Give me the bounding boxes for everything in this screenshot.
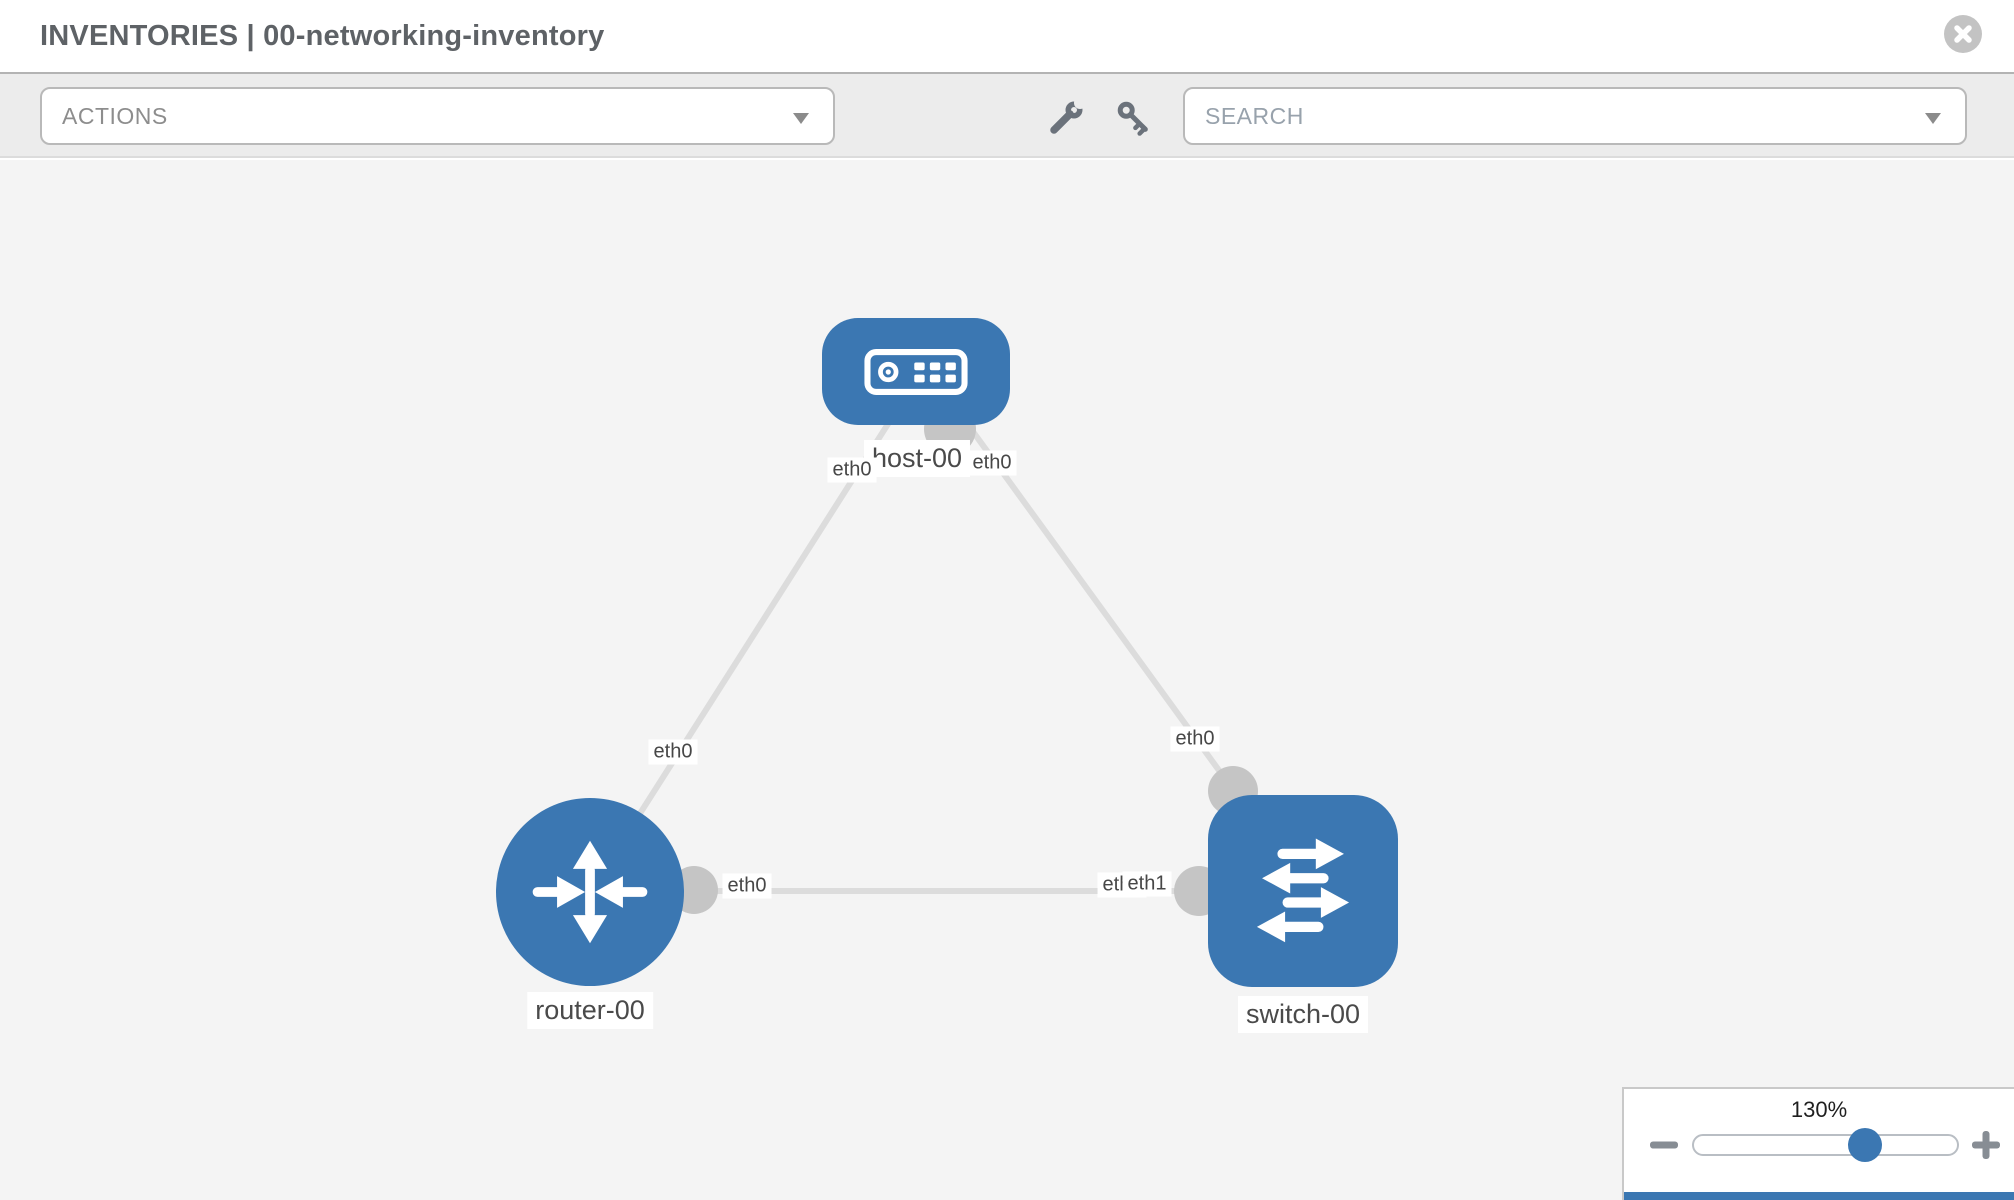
iface-label-router-eth0-top: eth0	[648, 739, 698, 765]
topology-canvas[interactable]	[0, 160, 2014, 1200]
iface-label-host-eth0-right: eth0	[967, 450, 1017, 476]
actions-dropdown-label: ACTIONS	[62, 102, 168, 129]
close-button[interactable]	[1944, 15, 1982, 53]
panel-accent-bar	[1624, 1192, 2014, 1200]
switch-arrows-icon	[1256, 838, 1350, 943]
node-label-router: router-00	[527, 992, 653, 1029]
iface-label-router-eth0-right: eth0	[722, 873, 772, 899]
chevron-down-icon	[1925, 113, 1941, 124]
zoom-in-button[interactable]	[1968, 1127, 2004, 1163]
node-label-host: host-00	[863, 440, 971, 477]
server-icon	[864, 348, 968, 395]
key-icon	[1117, 101, 1148, 136]
node-host-00[interactable]	[822, 318, 1010, 425]
toolbar: ACTIONS SEARCH	[0, 72, 2014, 158]
iface-label-switch-eth0-top: eth0	[1170, 726, 1220, 752]
zoom-percentage: 130%	[1790, 1097, 1848, 1122]
wrench-icon	[1050, 98, 1086, 134]
window-header: INVENTORIES | 00-networking-inventory	[0, 0, 2014, 72]
node-label-switch: switch-00	[1237, 996, 1369, 1033]
key-credentials-button[interactable]	[1112, 96, 1156, 140]
search-dropdown[interactable]: SEARCH	[1183, 87, 1967, 145]
zoom-slider-track[interactable]	[1692, 1134, 1959, 1156]
page-title: INVENTORIES | 00-networking-inventory	[40, 20, 605, 52]
zoom-control-panel: 130%	[1622, 1087, 2014, 1200]
actions-dropdown[interactable]: ACTIONS	[40, 87, 835, 145]
node-router-00[interactable]	[496, 798, 684, 986]
iface-label-switch-eth1-front: eth1	[1122, 871, 1172, 897]
iface-label-host-eth0-left: eth0	[827, 457, 877, 483]
node-switch-00[interactable]	[1208, 795, 1398, 987]
close-icon	[1954, 25, 1972, 43]
router-arrows-icon	[532, 840, 648, 944]
search-placeholder: SEARCH	[1205, 102, 1304, 129]
plus-icon	[1972, 1131, 2000, 1159]
tools-button[interactable]	[1044, 96, 1088, 140]
chevron-down-icon	[793, 113, 809, 124]
minus-icon	[1650, 1141, 1678, 1149]
zoom-out-button[interactable]	[1646, 1127, 1682, 1163]
zoom-slider-thumb[interactable]	[1848, 1128, 1882, 1162]
